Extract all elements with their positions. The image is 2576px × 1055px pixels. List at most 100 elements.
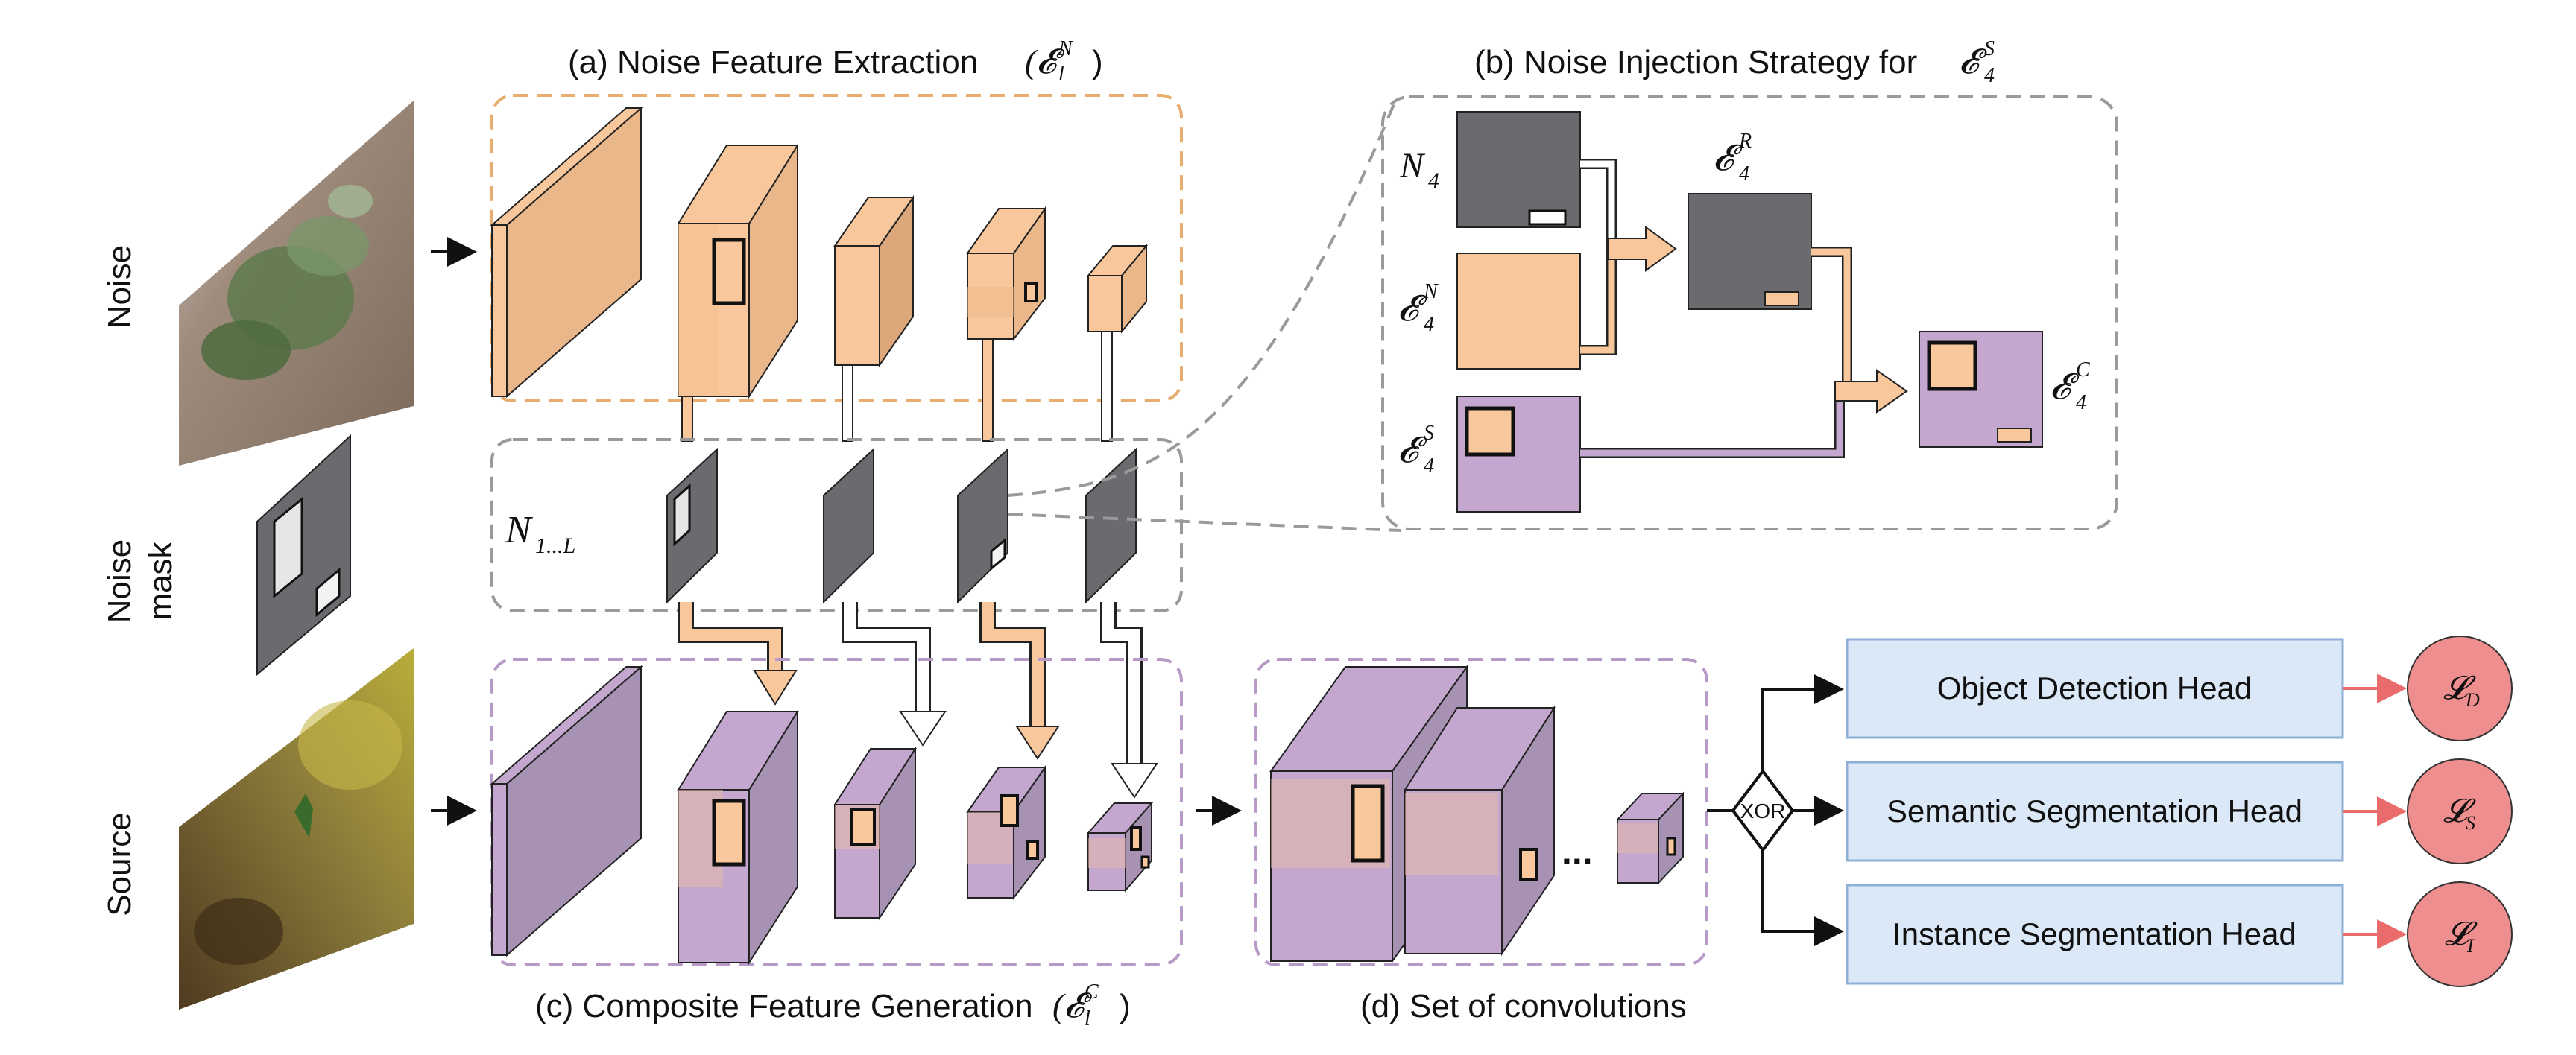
svg-text:(b) Noise Injection Strategy f: (b) Noise Injection Strategy for bbox=[1474, 44, 1917, 80]
svg-text:(a) Noise Feature Extraction: (a) Noise Feature Extraction bbox=[568, 44, 978, 80]
svg-text:Object Detection Head: Object Detection Head bbox=[1937, 671, 2253, 706]
e4s-connector bbox=[1580, 391, 1843, 457]
noise-mask-3 bbox=[957, 447, 1008, 604]
noise-mask-image bbox=[256, 434, 351, 677]
mask-to-composite-arrow-3 bbox=[979, 602, 1060, 760]
mask-to-composite-arrow-4 bbox=[1100, 602, 1158, 799]
zoom-line-bottom bbox=[1007, 513, 1402, 532]
e4r-connector-outline bbox=[1811, 247, 1852, 391]
instance-segmentation-head: Instance Segmentation Head bbox=[1846, 884, 2344, 985]
panel-c-title: (c) Composite Feature Generation (𝓔 C l … bbox=[535, 980, 1131, 1030]
e4n-connector-outline bbox=[1580, 244, 1617, 355]
svg-text:N: N bbox=[1423, 280, 1439, 303]
svg-text:Semantic Segmentation Head: Semantic Segmentation Head bbox=[1887, 793, 2302, 829]
svg-text:Instance Segmentation Head: Instance Segmentation Head bbox=[1892, 916, 2296, 951]
e4r-connector bbox=[1811, 248, 1851, 391]
noise-mask-4 bbox=[1085, 447, 1137, 604]
e4r-feature bbox=[1688, 193, 1812, 310]
panel-b-box bbox=[1381, 95, 2118, 530]
mask-row-box bbox=[490, 438, 1183, 612]
connector-a3 bbox=[982, 338, 994, 442]
e4n-label: 𝓔 N 4 bbox=[1398, 280, 1439, 336]
instance-loss: 𝓛 I bbox=[2407, 881, 2513, 987]
e4r-region bbox=[1764, 291, 1799, 306]
e4c-region-small bbox=[1997, 428, 2032, 443]
merge-arrow bbox=[1608, 226, 1677, 272]
noise-row-label: Noise bbox=[101, 245, 138, 329]
svg-text:C: C bbox=[1085, 980, 1099, 1004]
svg-text:(c) Composite Feature Generati: (c) Composite Feature Generation bbox=[535, 988, 1033, 1024]
detection-loss: 𝓛 D bbox=[2407, 636, 2513, 741]
semantic-segmentation-head: Semantic Segmentation Head bbox=[1846, 761, 2344, 862]
noise-input-image bbox=[179, 101, 414, 466]
xor-to-detection-arrow bbox=[1761, 674, 1844, 771]
noise-mask-1 bbox=[666, 447, 718, 604]
conv-block-2 bbox=[1404, 705, 1556, 957]
svg-text:S: S bbox=[1424, 422, 1434, 445]
svg-text:4: 4 bbox=[1424, 454, 1434, 478]
source-row-label: Source bbox=[101, 812, 138, 916]
zoom-line-top bbox=[1007, 104, 1395, 497]
composite-feature-block-3 bbox=[833, 746, 917, 921]
noise-feature-block-2 bbox=[677, 142, 799, 399]
noise-mask-row-label-line2: mask bbox=[142, 541, 179, 620]
noise-feature-block-1 bbox=[490, 106, 643, 399]
svg-text:N: N bbox=[1058, 37, 1073, 60]
n4-connector-outline bbox=[1580, 159, 1617, 244]
panel-b-title: (b) Noise Injection Strategy for 𝓔 S 4 bbox=[1474, 37, 1995, 87]
composite-feature-block-1 bbox=[490, 665, 643, 957]
n4-connector bbox=[1580, 160, 1615, 244]
source-input-image bbox=[179, 648, 414, 1010]
object-detection-head: Object Detection Head bbox=[1846, 638, 2344, 739]
svg-text:4: 4 bbox=[1424, 313, 1434, 336]
e4n-feature bbox=[1456, 253, 1581, 370]
svg-text:S: S bbox=[1984, 37, 1995, 60]
svg-text:l: l bbox=[1058, 63, 1064, 86]
svg-text:C: C bbox=[2076, 358, 2090, 381]
n4-mask bbox=[1456, 111, 1581, 228]
svg-text:I: I bbox=[2466, 935, 2475, 957]
composite-feature-block-5 bbox=[1086, 801, 1154, 893]
composite-feature-block-4 bbox=[966, 764, 1046, 900]
compose-arrow bbox=[1834, 369, 1908, 414]
svg-text:N: N bbox=[1399, 146, 1426, 186]
svg-text:): ) bbox=[1120, 988, 1131, 1024]
svg-text:4: 4 bbox=[1428, 168, 1439, 193]
n-range-label: N 1...L bbox=[505, 509, 575, 558]
svg-text:): ) bbox=[1092, 44, 1103, 80]
xor-to-instance-arrow bbox=[1761, 850, 1844, 946]
noise-feature-block-3 bbox=[833, 194, 915, 368]
svg-text:4: 4 bbox=[1739, 162, 1749, 186]
svg-text:𝓔: 𝓔 bbox=[1398, 289, 1427, 329]
connector-a2 bbox=[842, 364, 853, 442]
e4c-region-large bbox=[1927, 340, 1977, 391]
svg-text:4: 4 bbox=[2076, 391, 2086, 414]
n4-mask-region bbox=[1528, 209, 1567, 226]
mask-to-composite-arrow-2 bbox=[842, 602, 947, 747]
svg-text:R: R bbox=[1738, 130, 1752, 153]
svg-text:𝓔: 𝓔 bbox=[1398, 431, 1427, 470]
e4s-region bbox=[1465, 406, 1515, 457]
conv-block-3 bbox=[1615, 791, 1685, 885]
e4s-label: 𝓔 S 4 bbox=[1398, 422, 1434, 478]
svg-text:S: S bbox=[2466, 812, 2475, 834]
mask-to-composite-arrow-1 bbox=[678, 602, 798, 706]
svg-text:𝓔: 𝓔 bbox=[1713, 139, 1743, 178]
noise-feature-block-4 bbox=[966, 206, 1046, 341]
svg-text:D: D bbox=[2465, 689, 2480, 711]
e4s-connector-outline bbox=[1580, 391, 1845, 458]
svg-text:4: 4 bbox=[1984, 64, 1995, 87]
e4n-connector bbox=[1580, 244, 1615, 354]
svg-text:𝓔: 𝓔 bbox=[2050, 367, 2080, 407]
semantic-loss: 𝓛 S bbox=[2407, 758, 2513, 864]
noise-mask-2 bbox=[823, 447, 874, 604]
connector-a1 bbox=[681, 396, 693, 442]
n4-label: N 4 bbox=[1399, 146, 1439, 193]
noise-mask-row-label-line1: Noise bbox=[101, 539, 138, 624]
composite-feature-block-2 bbox=[677, 709, 799, 966]
e4c-label: 𝓔 C 4 bbox=[2050, 358, 2090, 414]
svg-text:N: N bbox=[505, 509, 534, 551]
noise-feature-block-5 bbox=[1086, 244, 1149, 334]
xor-label: XOR bbox=[1740, 799, 1786, 823]
